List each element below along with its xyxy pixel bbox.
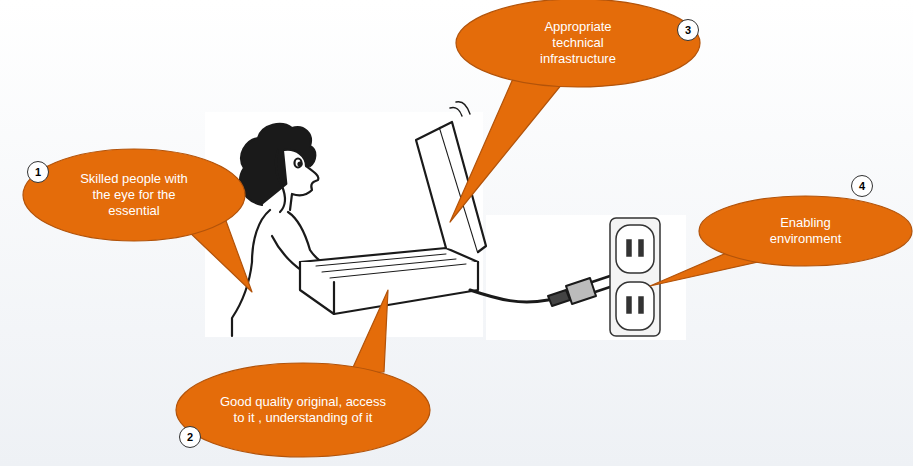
- callout-text: Good quality original, access to it , un…: [219, 394, 387, 426]
- slot: [627, 240, 631, 256]
- cartoon-background: [205, 112, 483, 337]
- callout-bubble: Appropriate technical infrastructure: [455, 0, 701, 88]
- callout-text: Skilled people with the eye for the esse…: [73, 171, 195, 219]
- plug-drawing: [470, 276, 613, 306]
- plug-neck: [548, 290, 570, 306]
- callout-number-circle: 4: [851, 175, 873, 197]
- motion-marks: [450, 102, 470, 116]
- cable: [470, 290, 548, 302]
- callout-tail: [450, 74, 562, 222]
- callout-bubble: Skilled people with the eye for the esse…: [22, 148, 246, 242]
- callout-text: Enabling environment: [756, 215, 856, 247]
- socket-drawing: [610, 218, 660, 336]
- face: [284, 150, 318, 210]
- callout-number: 1: [35, 166, 41, 178]
- face-edge: [276, 150, 285, 212]
- eye: [295, 159, 302, 168]
- callout-text: Appropriate technical infrastructure: [528, 19, 628, 67]
- outlet-top: [616, 225, 654, 273]
- slot: [639, 240, 643, 256]
- slot: [627, 297, 631, 313]
- socket-plate: [610, 218, 660, 336]
- callout-bubble: Enabling environment: [698, 195, 913, 267]
- pupil: [299, 163, 302, 166]
- callout-tail: [350, 290, 388, 374]
- callout-number: 2: [187, 431, 193, 443]
- callout-ellipse: [23, 149, 245, 241]
- callout-number-circle: 1: [27, 161, 49, 183]
- callout-ellipse: [699, 196, 912, 266]
- callout-ellipse: [176, 363, 430, 457]
- laptop-edge: [333, 282, 335, 314]
- keyboard-lines: [316, 254, 466, 278]
- callout-number-circle: 3: [677, 19, 699, 41]
- outlet-bottom: [616, 282, 654, 330]
- callout-bubble: Good quality original, access to it , un…: [175, 362, 431, 458]
- callout-number: 4: [859, 180, 865, 192]
- plug-background: [486, 215, 686, 340]
- slot: [639, 297, 643, 313]
- callout-number: 3: [685, 24, 691, 36]
- laptop-base-side: [300, 262, 478, 314]
- callout-ellipse: [456, 0, 700, 87]
- callout-number-circle: 2: [179, 426, 201, 448]
